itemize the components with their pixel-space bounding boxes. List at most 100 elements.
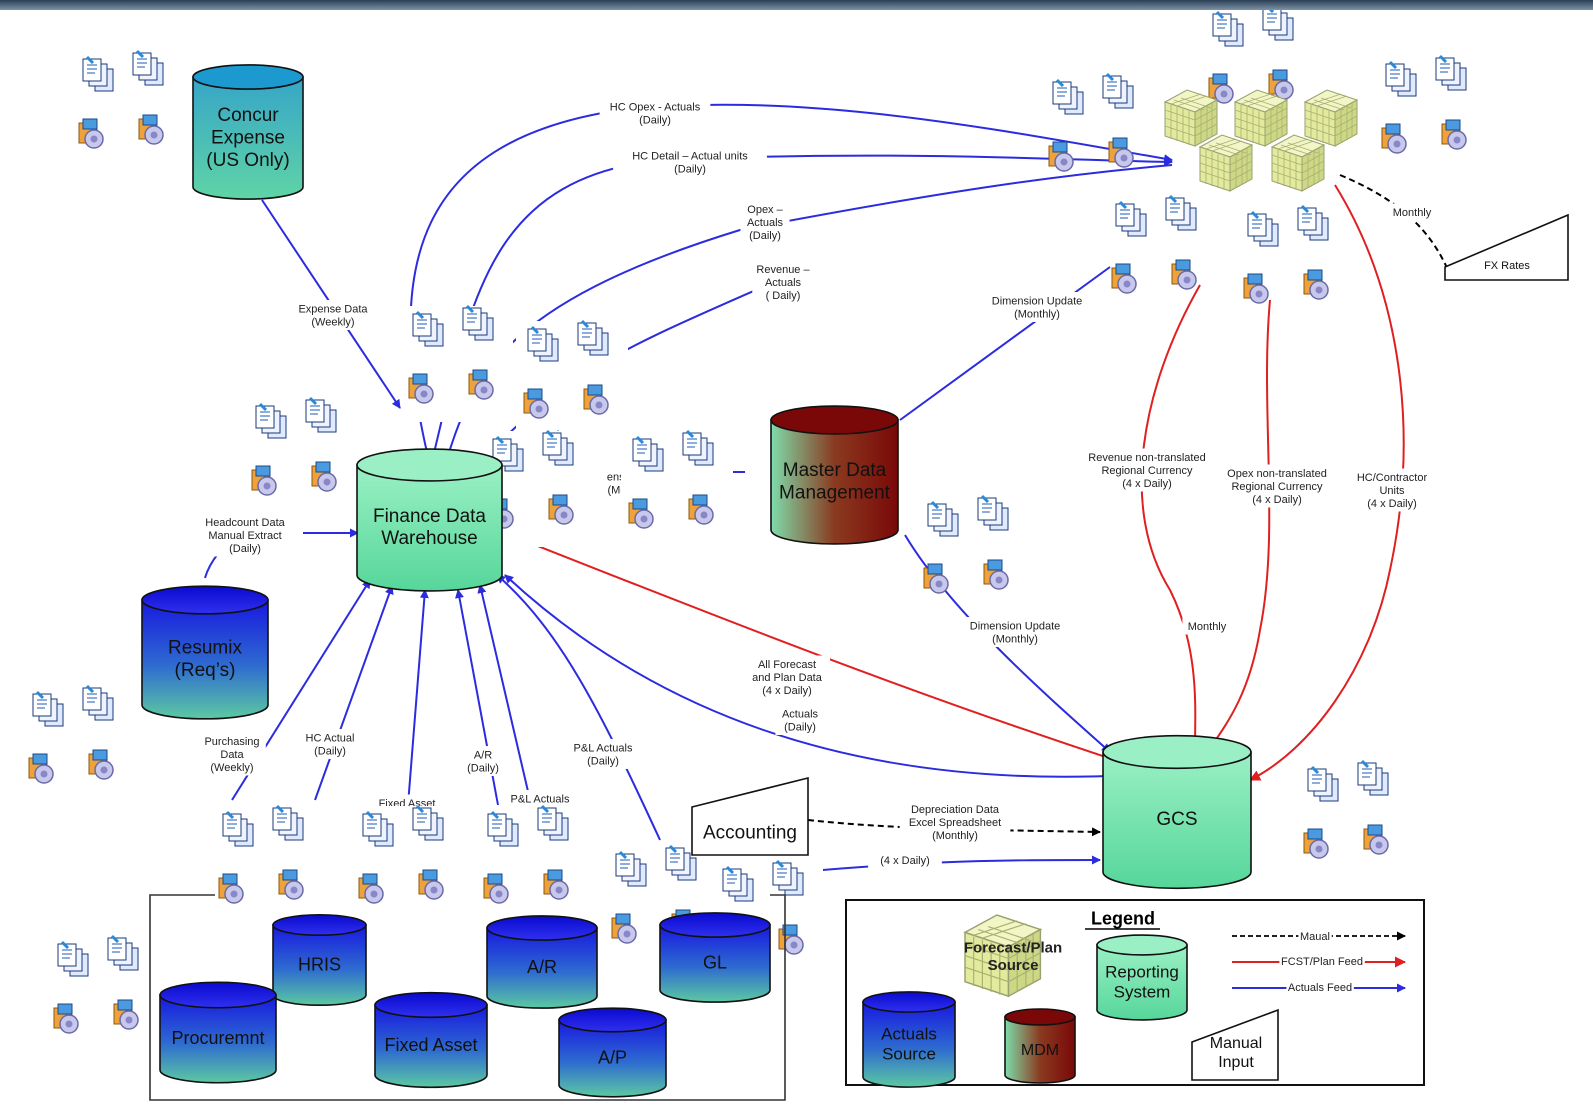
document-stack-icon [31,690,65,728]
ar-db-label: A/R [527,957,557,977]
cube-icon [1304,89,1358,147]
clipart-cluster-8 [621,429,733,547]
gear-document-icon [1108,137,1134,168]
edge-hc-contractor [1249,184,1405,781]
document-stack-icon [1356,759,1390,797]
gear-document-icon [138,114,164,145]
clipart-cluster-2 [1381,54,1468,154]
hc-detail-label: HC Detail – Actual units(Daily) [632,150,748,175]
fx-rates-input-label: FX Rates [1484,260,1530,272]
document-stack-icon [926,500,960,538]
document-stack-icon [1384,60,1418,98]
procurement-db[interactable]: Procuremnt [159,981,277,1084]
fx-rates-input[interactable]: FX Rates [1444,213,1569,281]
revenue-actuals-label: Revenue –Actuals( Daily) [756,264,810,302]
document-stack-icon [254,402,288,440]
fixed-asset-db-label: Fixed Asset [384,1035,477,1055]
pl-actuals-daily-label: P&L Actuals(Daily) [574,742,633,767]
document-stack-icon [131,49,165,87]
hc-actual-label: HC Actual(Daily) [306,732,355,757]
edge-dimension-top [899,266,1111,421]
legend-mdm-label: MDM [1021,1042,1059,1059]
clipart-cluster-12 [28,684,115,784]
hris-db[interactable]: HRIS [272,913,367,1007]
dimension-update-gcs-label: Dimension Update(Monthly) [970,620,1061,645]
edge-pl-2 [477,584,531,801]
resumix-db[interactable]: Resumix(Req’s) [141,585,269,720]
icon-layer [28,10,1468,1052]
procurement-db-label: Procuremnt [171,1028,264,1048]
gear-document-icon [923,563,949,594]
clipart-cluster-1 [1048,72,1135,172]
hris-db-label: HRIS [298,954,341,974]
gcs-db-label: GCS [1156,809,1197,830]
clipart-cluster-15 [476,804,588,922]
gear-document-icon [1363,824,1389,855]
accounting-input[interactable]: Accounting [691,776,809,856]
edge-actuals-gcs-fdw [504,574,1131,778]
clipart-cluster-9 [1111,194,1198,294]
gear-document-icon [251,465,277,496]
document-stack-icon [1114,200,1148,238]
legend-manual-label: Maual [1300,931,1330,943]
gear-document-icon [28,753,54,784]
forecast-plan-cubes[interactable] [1164,89,1358,192]
legend-title: Legend [1091,908,1155,928]
four-daily-label: (4 x Daily) [880,855,930,867]
clipart-cluster-0 [78,49,165,149]
gear-document-icon [1048,141,1074,172]
ap-db[interactable]: A/P [558,1007,667,1098]
dimension-update-top-label: Dimension Update(Monthly) [992,295,1083,320]
document-stack-icon [304,396,338,434]
gear-document-icon [1303,828,1329,859]
edge-pl-1 [496,574,661,841]
edge-opex-nontrans [1209,299,1271,749]
opex-actuals-label: Opex –Actuals(Daily) [747,204,784,242]
clipart-cluster-5 [401,304,513,422]
clipart-cluster-6 [516,319,628,437]
document-stack-icon [1306,765,1340,803]
gear-document-icon [78,118,104,149]
expense-data-label: Expense Data(Weekly) [298,303,368,328]
cube-icon [1234,89,1288,147]
clipart-cluster-14 [351,804,463,922]
document-stack-icon [81,684,115,722]
ap-db-label: A/P [598,1048,627,1068]
edge-all-forecast [504,531,1131,766]
hc-opex-label: HC Opex - Actuals(Daily) [610,101,701,126]
accounting-input-label: Accounting [703,823,797,844]
cube-icon [1199,134,1253,192]
edge-dimension-gcs [904,534,1111,753]
gl-db[interactable]: GL [659,912,771,1003]
clipart-cluster-10 [1243,204,1330,304]
legend-mdm[interactable]: MDM [1004,1008,1076,1084]
clipart-cluster-13 [211,804,323,922]
gear-document-icon [1303,269,1329,300]
edge-revenue-nontrans [1140,284,1201,749]
cube-icon [1164,89,1218,147]
data-flow-diagram: HC Opex - Actuals(Daily) HC Detail – Actu… [28,10,1569,1101]
resumix-db-label: Resumix(Req’s) [168,637,242,680]
ar-db[interactable]: A/R [486,915,598,1009]
gcs-db[interactable]: GCS [1102,734,1252,890]
fixed-asset-db[interactable]: Fixed Asset [374,991,488,1089]
label-layer: HC Opex - Actuals(Daily) HC Detail – Actu… [198,98,1437,869]
gear-document-icon [311,461,337,492]
